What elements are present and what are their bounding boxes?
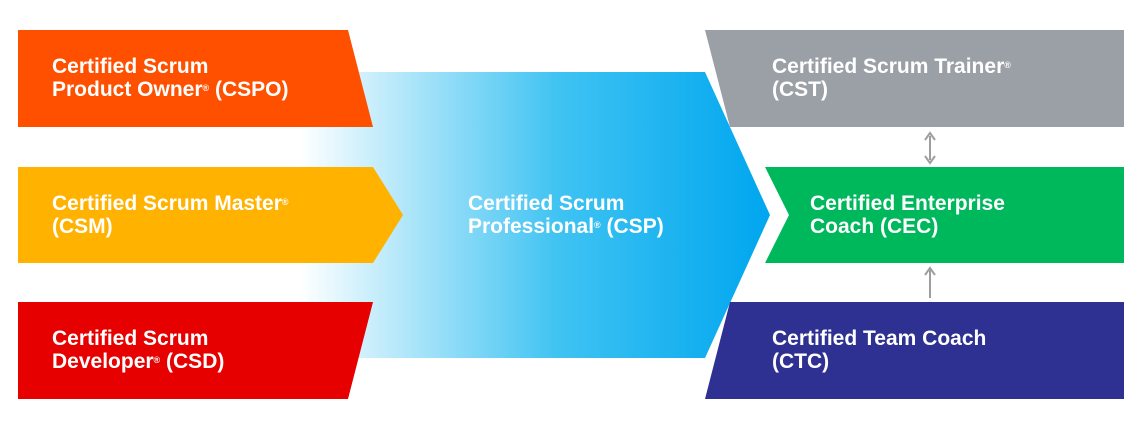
- cspo-label: Certified Scrum Product Owner® (CSPO): [52, 55, 289, 101]
- csm-label-line2: (CSM): [52, 215, 113, 238]
- ctc-label: Certified Team Coach (CTC): [772, 327, 986, 373]
- csp-label: Certified Scrum Professional® (CSP): [468, 192, 664, 238]
- csp-label-line2: Professional® (CSP): [468, 215, 664, 238]
- cec-label-line2: Coach (CEC): [810, 215, 939, 238]
- cspo-box: [18, 30, 373, 127]
- ctc-label-line2: (CTC): [772, 350, 830, 373]
- ctc-box: [705, 302, 1124, 399]
- ctc-cec-up-arrow: [924, 266, 936, 298]
- cspo-label-line1: Certified Scrum: [52, 55, 209, 78]
- csp-label-line1: Certified Scrum: [468, 192, 625, 215]
- csd-label-line1: Certified Scrum: [52, 327, 209, 350]
- cst-label-line2: (CST): [772, 78, 828, 101]
- cst-label-line1: Certified Scrum Trainer®: [772, 55, 1011, 78]
- cec-label-line1: Certified Enterprise: [810, 192, 1005, 215]
- ctc-label-line1: Certified Team Coach: [772, 327, 987, 350]
- csm-label-line1: Certified Scrum Master®: [52, 192, 289, 215]
- cst-cec-bidirectional-arrow: [924, 131, 936, 165]
- csm-label: Certified Scrum Master® (CSM): [52, 192, 289, 238]
- cst-box: [705, 30, 1124, 127]
- csm-box: [18, 167, 403, 263]
- csd-label-line2: Developer® (CSD): [52, 350, 225, 373]
- cec-label: Certified Enterprise Coach (CEC): [810, 192, 1005, 238]
- csd-box: [18, 302, 373, 399]
- csp-arrow: [300, 72, 770, 358]
- csd-label: Certified Scrum Developer® (CSD): [52, 327, 224, 373]
- cspo-label-line2: Product Owner® (CSPO): [52, 78, 289, 101]
- cst-label: Certified Scrum Trainer® (CST): [772, 55, 1011, 101]
- cec-box: [765, 167, 1124, 263]
